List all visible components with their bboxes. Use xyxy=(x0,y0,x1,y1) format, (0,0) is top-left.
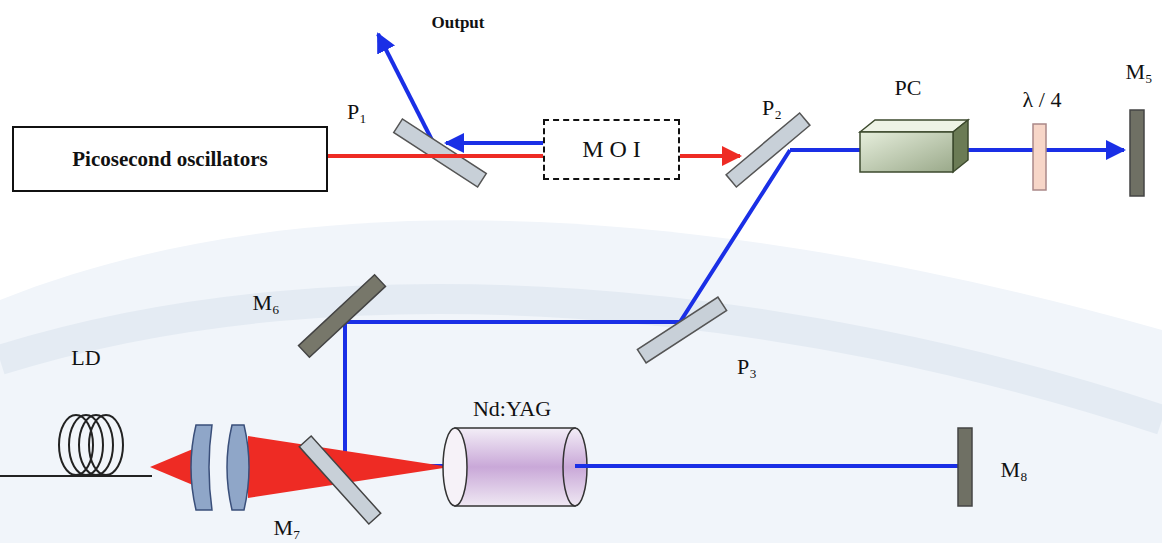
part-label: P₂ xyxy=(762,97,782,119)
background-swoosh xyxy=(0,220,1162,543)
seed-beam xyxy=(328,154,543,158)
fiber-coil xyxy=(59,415,123,475)
node-text: Picosecond oscillators xyxy=(72,147,267,172)
seed-beam xyxy=(680,154,740,158)
part-label: LD xyxy=(71,347,100,369)
part-label: P₃ xyxy=(737,356,757,378)
part-label: M₆ xyxy=(252,292,279,314)
isolator-box: M O I xyxy=(543,119,680,180)
lens xyxy=(227,425,249,510)
polarizer-plate xyxy=(394,113,810,363)
quarter-wave-plate xyxy=(1033,124,1046,190)
part-label: Nd:YAG xyxy=(473,398,551,420)
part-label: PC xyxy=(895,77,922,99)
background-swoosh xyxy=(0,299,1162,420)
source-box: Picosecond oscillators xyxy=(12,126,328,192)
nd-yag-rod xyxy=(443,428,960,506)
output-label: Output xyxy=(432,14,485,31)
part-label: M₇ xyxy=(273,517,300,539)
part-label: P₁ xyxy=(347,101,367,123)
mirror xyxy=(299,110,1144,524)
pockels-cell xyxy=(860,120,968,172)
laser-beam xyxy=(345,34,1124,466)
part-label: M₈ xyxy=(1000,459,1027,481)
node-text: M O I xyxy=(582,136,641,163)
part-label: λ / 4 xyxy=(1023,89,1062,111)
part-label: M₅ xyxy=(1125,61,1152,83)
lens xyxy=(191,425,212,510)
